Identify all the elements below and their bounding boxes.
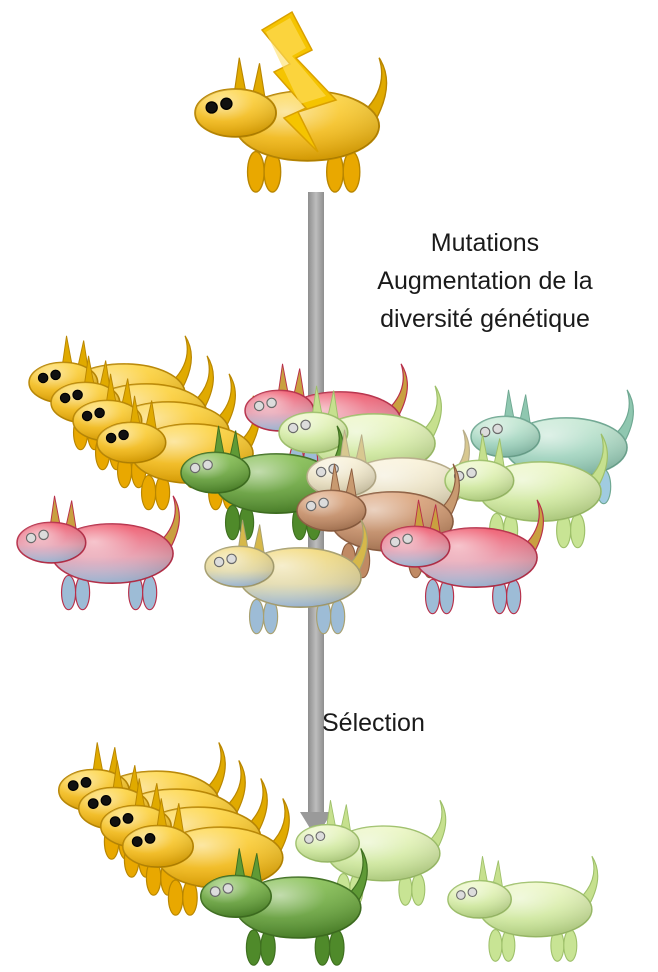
selection-label: Sélection: [322, 704, 462, 742]
mutations-line-2: Augmentation de la: [330, 262, 640, 300]
creature-populations: [17, 58, 633, 965]
mutated-creature-red: [17, 496, 179, 610]
mutations-line-3: diversité génétique: [330, 300, 640, 338]
mutations-line-1: Mutations: [330, 224, 640, 262]
mutations-label: Mutations Augmentation de la diversité g…: [330, 224, 640, 338]
selected-creature-pale-green: [448, 856, 598, 961]
